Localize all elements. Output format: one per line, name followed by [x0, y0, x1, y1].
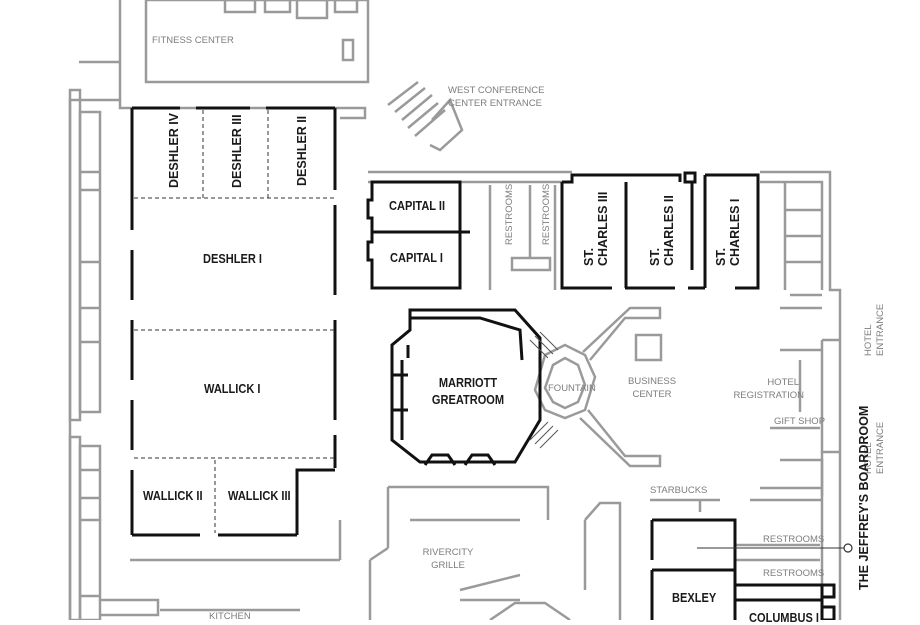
room-deshler-iv[interactable]: DESHLER IV	[167, 112, 181, 188]
entrance-top-line-1: HOTEL	[863, 324, 874, 356]
registration-line-2: REGISTRATION	[733, 390, 804, 401]
area-fitness-center: FITNESS CENTER	[152, 35, 234, 46]
room-st-charles-ii[interactable]: ST. CHARLES II	[648, 195, 676, 266]
room-wallick-ii[interactable]: WALLICK II	[143, 488, 203, 503]
room-wallick-i[interactable]: WALLICK I	[204, 381, 261, 396]
meeting-room-walls	[130, 106, 836, 620]
area-hotel-registration: HOTEL REGISTRATION	[732, 376, 832, 402]
greatroom-line-1: MARRIOTT	[438, 375, 498, 390]
area-kitchen: KITCHEN	[209, 611, 251, 622]
west-conference-line-2: CENTER ENTRANCE	[448, 98, 542, 109]
room-partitions	[134, 110, 334, 533]
fountain-steps	[529, 331, 559, 449]
greatroom-line-2: GREATROOM	[431, 392, 505, 407]
boardroom-pointer	[697, 543, 853, 553]
room-st-charles-iii[interactable]: ST. CHARLES III	[582, 191, 610, 266]
room-deshler-iii[interactable]: DESHLER III	[230, 114, 244, 188]
area-west-conference-entrance: WEST CONFERENCE CENTER ENTRANCE	[448, 84, 544, 110]
entrance-bottom-line-2: ENTRANCE	[875, 421, 886, 474]
area-gift-shop: GIFT SHOP	[774, 416, 826, 427]
area-business-center: BUSINESS CENTER	[628, 375, 676, 401]
area-starbucks: STARBUCKS	[650, 485, 708, 496]
area-restrooms-east-1: RESTROOMS	[763, 534, 825, 545]
room-deshler-i[interactable]: DESHLER I	[203, 251, 262, 266]
room-columbus-i[interactable]: COLUMBUS I	[749, 610, 819, 625]
area-fountain: FOUNTAIN	[548, 383, 596, 394]
room-marriott-greatroom[interactable]: MARRIOTT GREATROOM	[426, 374, 511, 408]
room-st-charles-i[interactable]: ST. CHARLES I	[714, 198, 742, 266]
entrance-top-line-2: ENTRANCE	[875, 303, 886, 356]
grille-line-1: RIVERCITY	[422, 547, 474, 558]
room-wallick-iii[interactable]: WALLICK III	[228, 488, 291, 503]
grille-line-2: GRILLE	[431, 560, 465, 571]
area-restrooms-right: RESTROOMS	[541, 183, 552, 245]
room-capital-ii[interactable]: CAPITAL II	[389, 198, 446, 213]
room-deshler-ii[interactable]: DESHLER II	[295, 115, 309, 186]
area-restrooms-east-2: RESTROOMS	[763, 568, 825, 579]
registration-line-1: HOTEL	[767, 377, 799, 388]
room-capital-i[interactable]: CAPITAL I	[390, 250, 444, 265]
room-jeffreys-boardroom[interactable]: THE JEFFREY'S BOARDROOM	[857, 405, 871, 590]
area-hotel-entrance-top: HOTEL ENTRANCE	[863, 304, 887, 356]
room-bexley[interactable]: BEXLEY	[672, 590, 717, 605]
area-rivercity-grille: RIVERCITY GRILLE	[422, 546, 474, 572]
business-line-1: BUSINESS	[628, 376, 677, 387]
west-conference-line-1: WEST CONFERENCE	[448, 85, 545, 96]
area-restrooms-left: RESTROOMS	[504, 183, 515, 245]
business-line-2: CENTER	[632, 389, 672, 400]
